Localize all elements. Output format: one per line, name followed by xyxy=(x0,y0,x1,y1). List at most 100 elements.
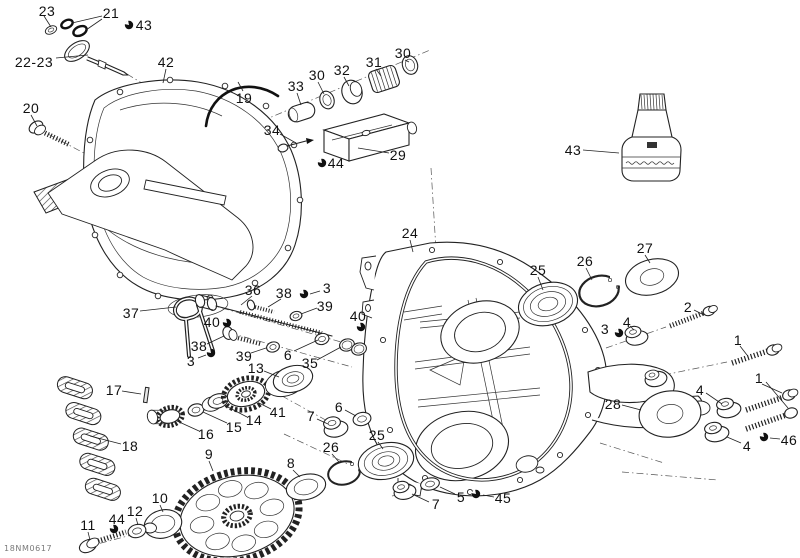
part-washer-28 xyxy=(638,390,702,438)
part-bearing-25a xyxy=(517,281,579,327)
grease-dot-icon xyxy=(299,289,309,299)
leader-line xyxy=(293,339,319,352)
part-bolt-2 xyxy=(669,305,718,329)
callout-4: 4 xyxy=(743,438,751,454)
callout-8: 8 xyxy=(287,455,295,471)
callout-22-23: 22-23 xyxy=(15,54,53,70)
leader-line xyxy=(292,469,301,478)
callout-46: 46 xyxy=(781,432,798,448)
part-bolt-20 xyxy=(28,120,72,148)
part-cylinder-33 xyxy=(287,101,316,123)
callout-3: 3 xyxy=(323,280,331,296)
part-washer-39a xyxy=(289,310,303,322)
callout-17: 17 xyxy=(106,382,123,398)
leader-line xyxy=(439,486,456,495)
leader-line xyxy=(309,290,321,295)
part-screw-34 xyxy=(277,138,314,153)
callout-37: 37 xyxy=(123,305,140,321)
grease-dot-icon xyxy=(759,432,769,442)
leader-line xyxy=(208,460,214,472)
part-bolt-1c xyxy=(745,407,798,432)
leader-line xyxy=(621,404,642,411)
part-o-rings-21 xyxy=(60,18,88,38)
leader-line xyxy=(343,76,350,87)
part-bearing-13 xyxy=(264,364,314,398)
part-ring-8 xyxy=(285,473,327,501)
leader-line xyxy=(377,441,384,450)
grease-dot-icon xyxy=(471,489,481,499)
callout-39: 39 xyxy=(236,348,253,364)
leader-line xyxy=(693,309,705,316)
callout-12: 12 xyxy=(127,503,144,519)
callout-45: 45 xyxy=(495,490,512,506)
part-lubricant-bottle-43 xyxy=(621,93,682,182)
leader-line xyxy=(237,81,244,92)
callout-44: 44 xyxy=(328,155,345,171)
leader-line xyxy=(404,59,410,63)
part-cup-32 xyxy=(341,79,363,105)
part-nut-7a xyxy=(323,416,349,438)
callout-9: 9 xyxy=(205,446,213,462)
callout-3: 3 xyxy=(187,353,195,369)
leader-line xyxy=(263,370,280,378)
part-cover-42 xyxy=(33,76,304,318)
callout-21: 21 xyxy=(103,5,120,21)
part-circlip-26b xyxy=(327,460,362,486)
callout-29: 29 xyxy=(390,147,407,163)
callout-35: 35 xyxy=(302,355,319,371)
part-ring-30a xyxy=(319,90,335,110)
callout-36: 36 xyxy=(245,282,262,298)
leader-line xyxy=(582,149,620,154)
callout-26: 26 xyxy=(323,439,340,455)
leader-line xyxy=(135,517,139,526)
part-circlip-26a xyxy=(578,274,621,308)
callout-43: 43 xyxy=(565,142,582,158)
leader-line xyxy=(267,298,282,308)
leader-line xyxy=(206,335,225,345)
leader-line xyxy=(89,435,122,445)
callout-41: 41 xyxy=(270,404,287,420)
grease-dot-icon xyxy=(614,328,624,338)
leader-line xyxy=(43,15,52,28)
callout-25: 25 xyxy=(369,427,386,443)
part-bolt-11 xyxy=(78,529,127,554)
part-adjuster-rod-36 xyxy=(194,294,333,337)
part-bushing-nut-arm xyxy=(644,369,668,388)
part-gear-9 xyxy=(171,467,303,558)
callout-33: 33 xyxy=(288,78,305,94)
leader-line xyxy=(344,409,357,417)
housing-bores xyxy=(414,300,520,482)
leader-line xyxy=(87,531,91,541)
grease-dot-icon xyxy=(124,20,134,30)
callout-7: 7 xyxy=(307,408,315,424)
leader-line xyxy=(279,133,297,144)
callout-16: 16 xyxy=(198,426,215,442)
leader-line xyxy=(537,276,544,291)
leader-line xyxy=(585,267,593,281)
leader-line xyxy=(300,307,318,315)
leader-line xyxy=(197,354,207,359)
part-chain-18 xyxy=(56,376,121,501)
callout-40: 40 xyxy=(204,314,221,330)
part-washer-27 xyxy=(624,258,680,296)
part-nut-4c xyxy=(704,421,730,443)
leader-line xyxy=(629,325,635,331)
callout-40: 40 xyxy=(350,308,367,324)
callout-34: 34 xyxy=(264,122,281,138)
part-gasket xyxy=(394,256,573,482)
grease-dot-icon xyxy=(206,348,216,358)
callout-39: 39 xyxy=(317,298,334,314)
leader-line xyxy=(769,437,781,440)
callout-43: 43 xyxy=(136,17,153,33)
part-nut-4b xyxy=(716,397,742,419)
leader-line xyxy=(162,68,167,84)
part-washer-6a xyxy=(314,332,330,346)
part-sprocket-16 xyxy=(146,404,185,429)
callout-13: 13 xyxy=(248,360,265,376)
leader-line xyxy=(644,254,651,264)
part-nut-7b xyxy=(392,480,417,500)
leader-line xyxy=(409,239,414,253)
part-seal-rings-35 xyxy=(339,338,367,356)
